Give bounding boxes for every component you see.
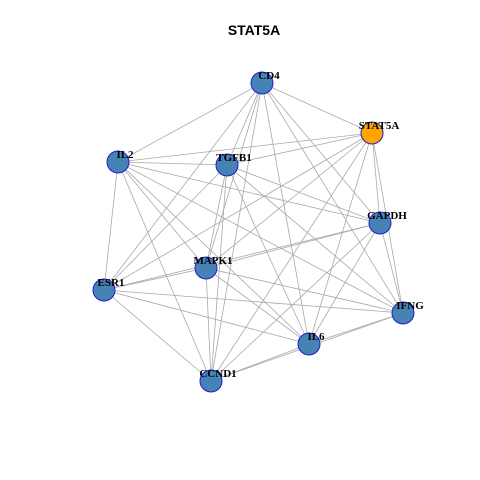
- edge-il2-mapk1: [117, 161, 207, 269]
- edge-stat5a-tgfb1: [226, 132, 373, 166]
- edge-cd4-tgfb1: [226, 82, 263, 166]
- node-ccnd1[interactable]: [199, 369, 223, 393]
- edge-il2-gapdh: [117, 161, 381, 224]
- edge-tgfb1-ccnd1: [210, 164, 228, 382]
- edge-esr1-il6: [103, 289, 310, 345]
- edge-mapk1-ccnd1: [205, 267, 212, 382]
- edge-mapk1-il6: [205, 267, 310, 345]
- node-il6[interactable]: [297, 332, 321, 356]
- edge-esr1-ccnd1: [103, 289, 212, 382]
- node-cd4[interactable]: [250, 71, 274, 95]
- node-label-esr1: ESR1: [98, 277, 125, 289]
- edge-stat5a-gapdh: [371, 132, 381, 224]
- node-layer: [92, 71, 415, 393]
- node-label-il2: IL2: [116, 149, 134, 161]
- edge-stat5a-mapk1: [205, 132, 373, 269]
- node-gapdh[interactable]: [368, 211, 392, 235]
- edge-cd4-ccnd1: [210, 82, 263, 382]
- edge-il2-tgfb1: [117, 161, 228, 166]
- edge-cd4-stat5a: [261, 82, 373, 134]
- edge-cd4-gapdh: [261, 82, 381, 224]
- node-label-ifng: IFNG: [396, 300, 424, 312]
- edge-il2-esr1: [103, 161, 119, 291]
- edge-tgfb1-mapk1: [205, 164, 228, 269]
- edge-il2-il6: [117, 161, 310, 345]
- edge-mapk1-esr1: [103, 267, 207, 291]
- edge-cd4-il2: [117, 82, 263, 163]
- node-stat5a[interactable]: [360, 121, 384, 145]
- node-mapk1[interactable]: [194, 256, 218, 280]
- node-ifng[interactable]: [391, 301, 415, 325]
- edge-tgfb1-gapdh: [226, 164, 381, 224]
- edge-stat5a-esr1: [103, 132, 373, 291]
- node-label-cd4: CD4: [258, 70, 280, 82]
- edge-il2-ccnd1: [117, 161, 212, 382]
- diagram-title: STAT5A: [228, 22, 280, 38]
- edge-gapdh-mapk1: [205, 222, 381, 269]
- edge-esr1-ifng: [103, 289, 404, 314]
- node-label-tgfb1: TGFB1: [216, 152, 251, 164]
- edge-gapdh-ccnd1: [210, 222, 381, 382]
- edge-cd4-ifng: [261, 82, 404, 314]
- edge-cd4-esr1: [103, 82, 263, 291]
- node-esr1[interactable]: [92, 278, 116, 302]
- node-label-ccnd1: CCND1: [199, 368, 236, 380]
- node-label-gapdh: GAPDH: [367, 210, 407, 222]
- edge-layer: [103, 82, 404, 382]
- edge-tgfb1-il6: [226, 164, 310, 345]
- edge-stat5a-il6: [308, 132, 373, 345]
- node-il2[interactable]: [106, 150, 130, 174]
- node-label-stat5a: STAT5A: [359, 120, 400, 132]
- edge-gapdh-esr1: [103, 222, 381, 291]
- edge-gapdh-il6: [308, 222, 381, 345]
- edge-stat5a-ccnd1: [210, 132, 373, 382]
- edge-cd4-mapk1: [205, 82, 263, 269]
- node-label-il6: IL6: [307, 331, 325, 343]
- edge-mapk1-ifng: [205, 267, 404, 314]
- edge-tgfb1-esr1: [103, 164, 228, 291]
- edge-stat5a-il2: [117, 132, 373, 163]
- edge-gapdh-ifng: [379, 222, 404, 314]
- edge-il6-ccnd1: [210, 343, 310, 382]
- node-tgfb1[interactable]: [215, 153, 239, 177]
- node-label-mapk1: MAPK1: [193, 255, 232, 267]
- edge-cd4-il6: [261, 82, 310, 345]
